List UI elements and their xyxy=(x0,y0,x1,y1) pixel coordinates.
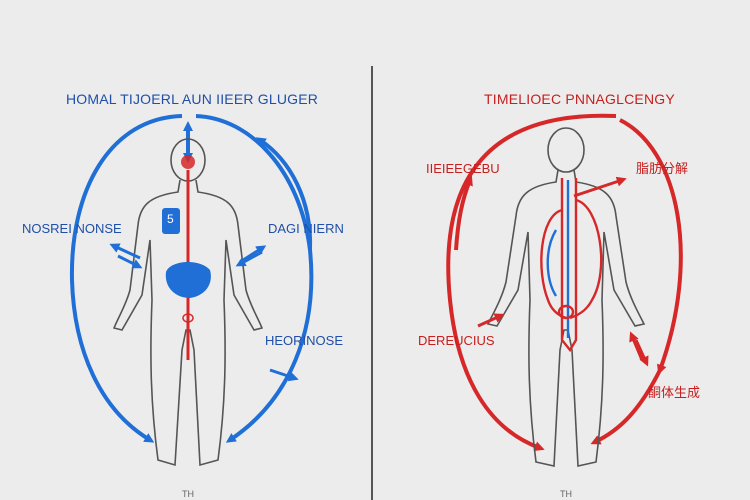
right-body-outline xyxy=(486,127,646,467)
lower-left-label: DEREUCIUS xyxy=(418,333,495,348)
red-cycle-ring xyxy=(446,113,683,452)
vascular-system xyxy=(540,178,603,353)
fat-breakdown-label: 脂肪分解 xyxy=(636,161,689,176)
top-left-label: IIEIEEGEBU xyxy=(426,161,500,176)
ketone-formation-label: 酮体生成 xyxy=(648,385,701,400)
right-panel xyxy=(446,113,683,467)
ketone-arrow-down xyxy=(634,339,649,367)
liver-icon xyxy=(165,261,211,298)
brain-icon xyxy=(181,155,195,169)
right-footer: TH xyxy=(560,489,572,499)
left-panel xyxy=(69,114,314,467)
left-side-arrow-2 xyxy=(117,254,143,269)
badge-box xyxy=(162,208,180,234)
bladder-icon xyxy=(182,313,194,323)
right-label-side: DAGI NIERN xyxy=(268,221,344,236)
lower-left-arrow xyxy=(477,313,505,328)
lower-right-arrow xyxy=(269,368,299,382)
left-footer: TH xyxy=(182,489,194,499)
left-panel-title: HOMAL TIJOERL AUN IIEER GLUGER xyxy=(66,91,319,107)
right-panel-title: TIMELIOEC PNNAGLCENGY xyxy=(484,91,675,107)
lower-right-label: HEORINOSE xyxy=(265,333,344,348)
left-side-arrow xyxy=(109,243,141,260)
left-label-side: NOSREI NONSE xyxy=(22,221,122,236)
blue-cycle-ring xyxy=(69,114,314,443)
right-side-arrow-2 xyxy=(235,250,263,267)
fat-breakdown-arrow xyxy=(573,176,627,198)
badge-number: 5 xyxy=(167,212,174,226)
